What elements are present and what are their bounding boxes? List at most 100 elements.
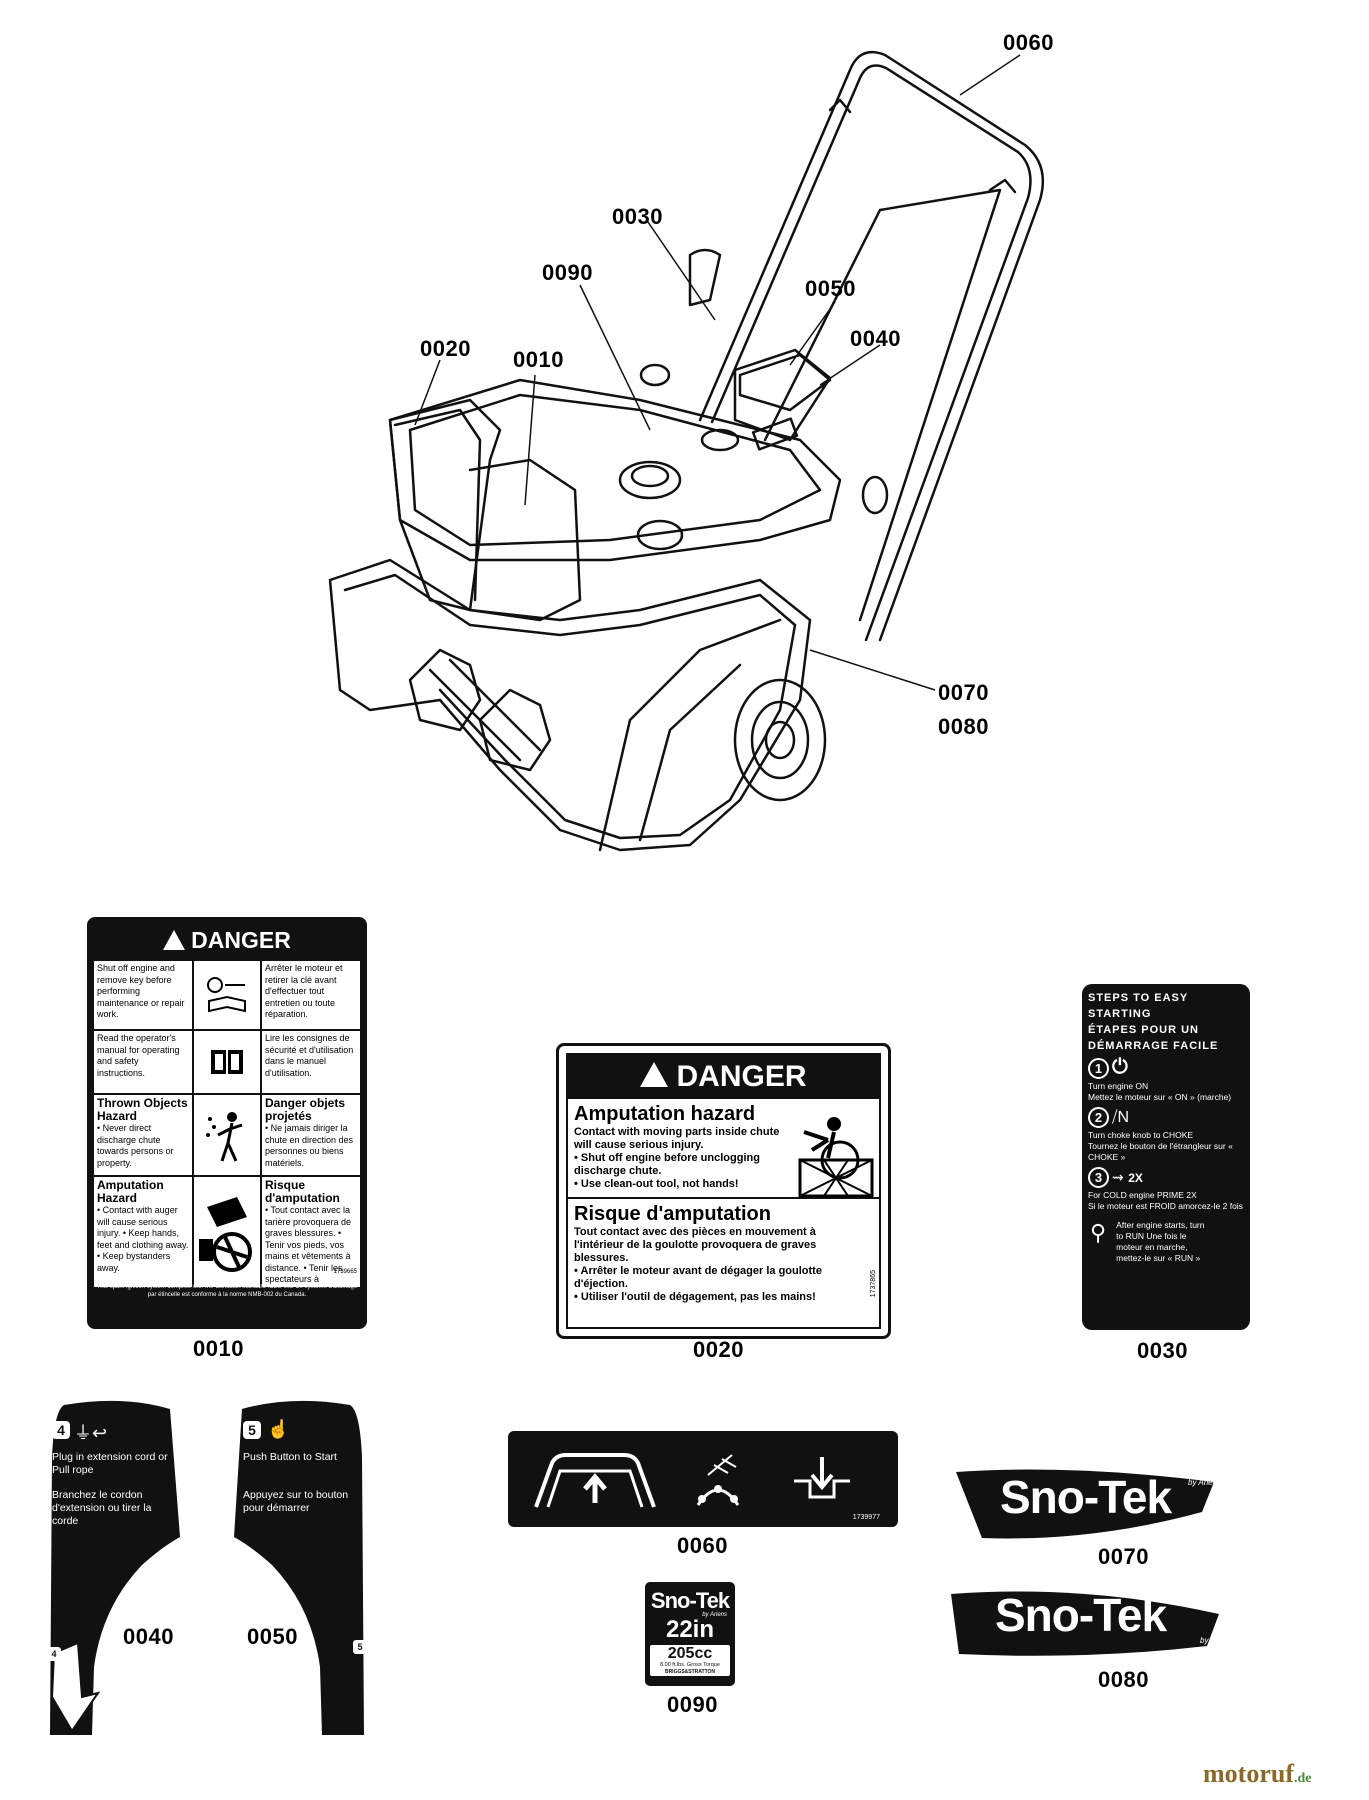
callout-0080: 0080 [938,714,989,739]
decal-0050-fr: Appuyez sur to bouton pour démarrer [243,1489,349,1514]
part-label-0040: 0040 [123,1624,174,1649]
decal-0010-r2-en: Read the operator's manual for operating… [94,1031,192,1093]
decal-0020-en-b2: • Use clean-out tool, not hands! [574,1178,739,1190]
part-label-0060: 0060 [677,1533,728,1558]
callout-0040: 0040 [850,326,901,351]
decal-0020-code: 1737865 [870,1270,877,1298]
press-down-icon [794,1457,850,1499]
decal-0010-r4-en-cell: Amputation Hazard• Contact with auger wi… [94,1177,192,1287]
decal-0020-en-text: Contact with moving parts inside chute w… [574,1126,780,1151]
decal-0090-by: by Ariens [702,1612,727,1618]
decal-0010-r4-en: • Contact with auger will cause serious … [97,1205,189,1273]
callout-0050: 0050 [805,276,856,301]
decal-0010-r3-en-title: Thrown Objects Hazard [97,1096,188,1123]
callout-0030: 0030 [612,204,663,229]
decal-0090-brand: Sno-Tek [650,1588,730,1613]
decal-0010-r4-en-title: Amputation Hazard [97,1178,164,1205]
decal-0080-shape [951,1591,1219,1656]
decal-0040-step-num: 4 [52,1421,70,1439]
callout-0020: 0020 [420,336,471,361]
callout-0010: 0010 [513,347,564,372]
thrown-objects-icon [194,1095,260,1175]
decal-0030: STEPS TO EASY STARTING ÉTAPES POUR UN DÉ… [1082,984,1250,1330]
plug-icon: ⏚↩ [74,1423,108,1443]
decal-0020: DANGER Amputation hazard Contact with mo… [556,1043,891,1339]
decal-0080-by: by Ariens [1200,1636,1234,1645]
warning-triangle-icon [640,1062,669,1087]
decal-0090-engine: BRIGGS&STRATTON [664,1669,716,1675]
part-label-0020: 0020 [693,1337,744,1362]
decal-0010-r3-en-cell: Thrown Objects Hazard• Never direct disc… [94,1095,192,1175]
decal-0070-brand: Sno-Tek [1000,1471,1172,1523]
decal-0010-footer: This spark ignition system complies with… [96,1284,358,1298]
power-switch-icon: ⏻ [1112,1056,1128,1078]
decal-0090: Sno-Tek by Ariens 22in 205cc 8.00 ft.lbs… [645,1582,735,1686]
decal-0010-r3-fr-cell: Danger objets projetés• Ne jamais dirige… [262,1095,360,1175]
decal-0010-r3-fr: • Ne jamais diriger la chute en directio… [265,1123,354,1168]
part-label-0090: 0090 [667,1692,718,1717]
part-label-0050: 0050 [247,1624,298,1649]
snow-thrower-illustration [328,50,1045,852]
decal-0020-fr-b1: • Arrêter le moteur avant de dégager la … [574,1265,822,1290]
callout-0070: 0070 [938,680,989,705]
decal-0020-fr-text: Tout contact avec des pièces en mouvemen… [574,1226,817,1264]
choke-icon: ⧸N [1112,1109,1129,1126]
decal-0010-r4-fr-title: Risque d'amputation [265,1178,340,1205]
decal-0020-en-title: Amputation hazard [574,1103,756,1125]
part-label-0010: 0010 [193,1336,244,1361]
decal-0040-corner: 4 [47,1647,61,1661]
decal-0020-fr-b2: • Utiliser l'outil de dégagement, pas le… [574,1291,816,1303]
decal-0040-en: Plug in extension cord or Pull rope [52,1451,168,1476]
decal-0020-heading: DANGER [568,1055,879,1099]
decal-0010-r1-fr: Arrêter le moteur et retirer la clé avan… [262,961,360,1029]
callout-0090: 0090 [542,260,593,285]
decal-0030-s1-en: Turn engine ON [1088,1081,1149,1091]
decal-0030-s3-fr: Si le moteur est FROID amorcez-le 2 fois [1088,1201,1243,1211]
warning-triangle-icon [163,930,186,950]
key-off-icon [194,961,260,1029]
watermark: motoruf.de [1203,1759,1312,1788]
decal-0030-step4: ⚲ After engine starts, turn to RUN Une f… [1090,1220,1205,1263]
decal-0060: 1739977 [508,1431,898,1527]
callout-0060: 0060 [1003,30,1054,55]
primer-icon: ⇝ [1112,1169,1124,1185]
decal-0010-r3-en: • Never direct discharge chute towards p… [97,1123,174,1168]
decal-0010-r2-fr: Lire les consignes de sécurité et d'util… [262,1031,360,1093]
decal-0050-en: Push Button to Start [243,1451,337,1463]
part-label-0070: 0070 [1098,1544,1149,1569]
decal-0010-r4-fr: • Tout contact avec la tarière provoquer… [265,1205,352,1287]
decal-0030-step2: 2⧸N [1082,1103,1250,1130]
decal-0020-fr-title: Risque d'amputation [574,1203,771,1225]
decal-0050-step-num: 5 [243,1421,261,1439]
decal-0010-code: 1739665 [333,1269,357,1275]
decal-0020-en-b1: • Shut off engine before unclogging disc… [574,1152,760,1177]
decal-0080-brand: Sno-Tek [995,1589,1167,1641]
decal-0030-s2-fr: Tournez le bouton de l'étrangleur sur « … [1088,1141,1233,1162]
decal-0010-heading: DANGER [87,917,367,957]
decal-0070-shape [956,1469,1214,1539]
decal-0050-shape [234,1400,364,1735]
decal-0030-s1-fr: Mettez le moteur sur « ON » (marche) [1088,1092,1232,1102]
push-button-icon: ☝ [267,1419,290,1439]
handle-bail-icon [534,1453,656,1508]
decal-0030-step3: 3⇝ 2X [1082,1163,1250,1190]
decal-0070-by: by Ariens [1188,1478,1222,1487]
auger-hand-icon [194,1177,260,1287]
decal-0090-width: 22in [665,1616,715,1643]
decal-0010-r4-fr-cell: Risque d'amputation• Tout contact avec l… [262,1177,360,1287]
decal-0030-title-fr: ÉTAPES POUR UN DÉMARRAGE FACILE [1088,1024,1219,1052]
auger-engage-icon [696,1454,740,1506]
part-label-0030: 0030 [1137,1338,1188,1363]
decal-0030-s3-en: For COLD engine PRIME 2X [1088,1190,1197,1200]
decal-0010: DANGER Shut off engine and remove key be… [87,917,367,1329]
decal-0040-shape [50,1400,180,1735]
decal-0030-s2-en: Turn choke knob to CHOKE [1088,1130,1194,1140]
part-label-0080: 0080 [1098,1667,1149,1692]
decal-0090-cc: 205cc [667,1645,713,1662]
run-lever-icon: ⚲ [1090,1220,1107,1245]
decal-0030-title-en: STEPS TO EASY STARTING [1088,992,1189,1020]
decal-0010-r3-fr-title: Danger objets projetés [265,1096,346,1123]
decal-0030-step1: 1⏻ [1082,1054,1250,1081]
manual-book-icon [194,1031,260,1093]
decal-0090-torque: 8.00 ft.lbs. Gross Torque [660,1662,720,1668]
